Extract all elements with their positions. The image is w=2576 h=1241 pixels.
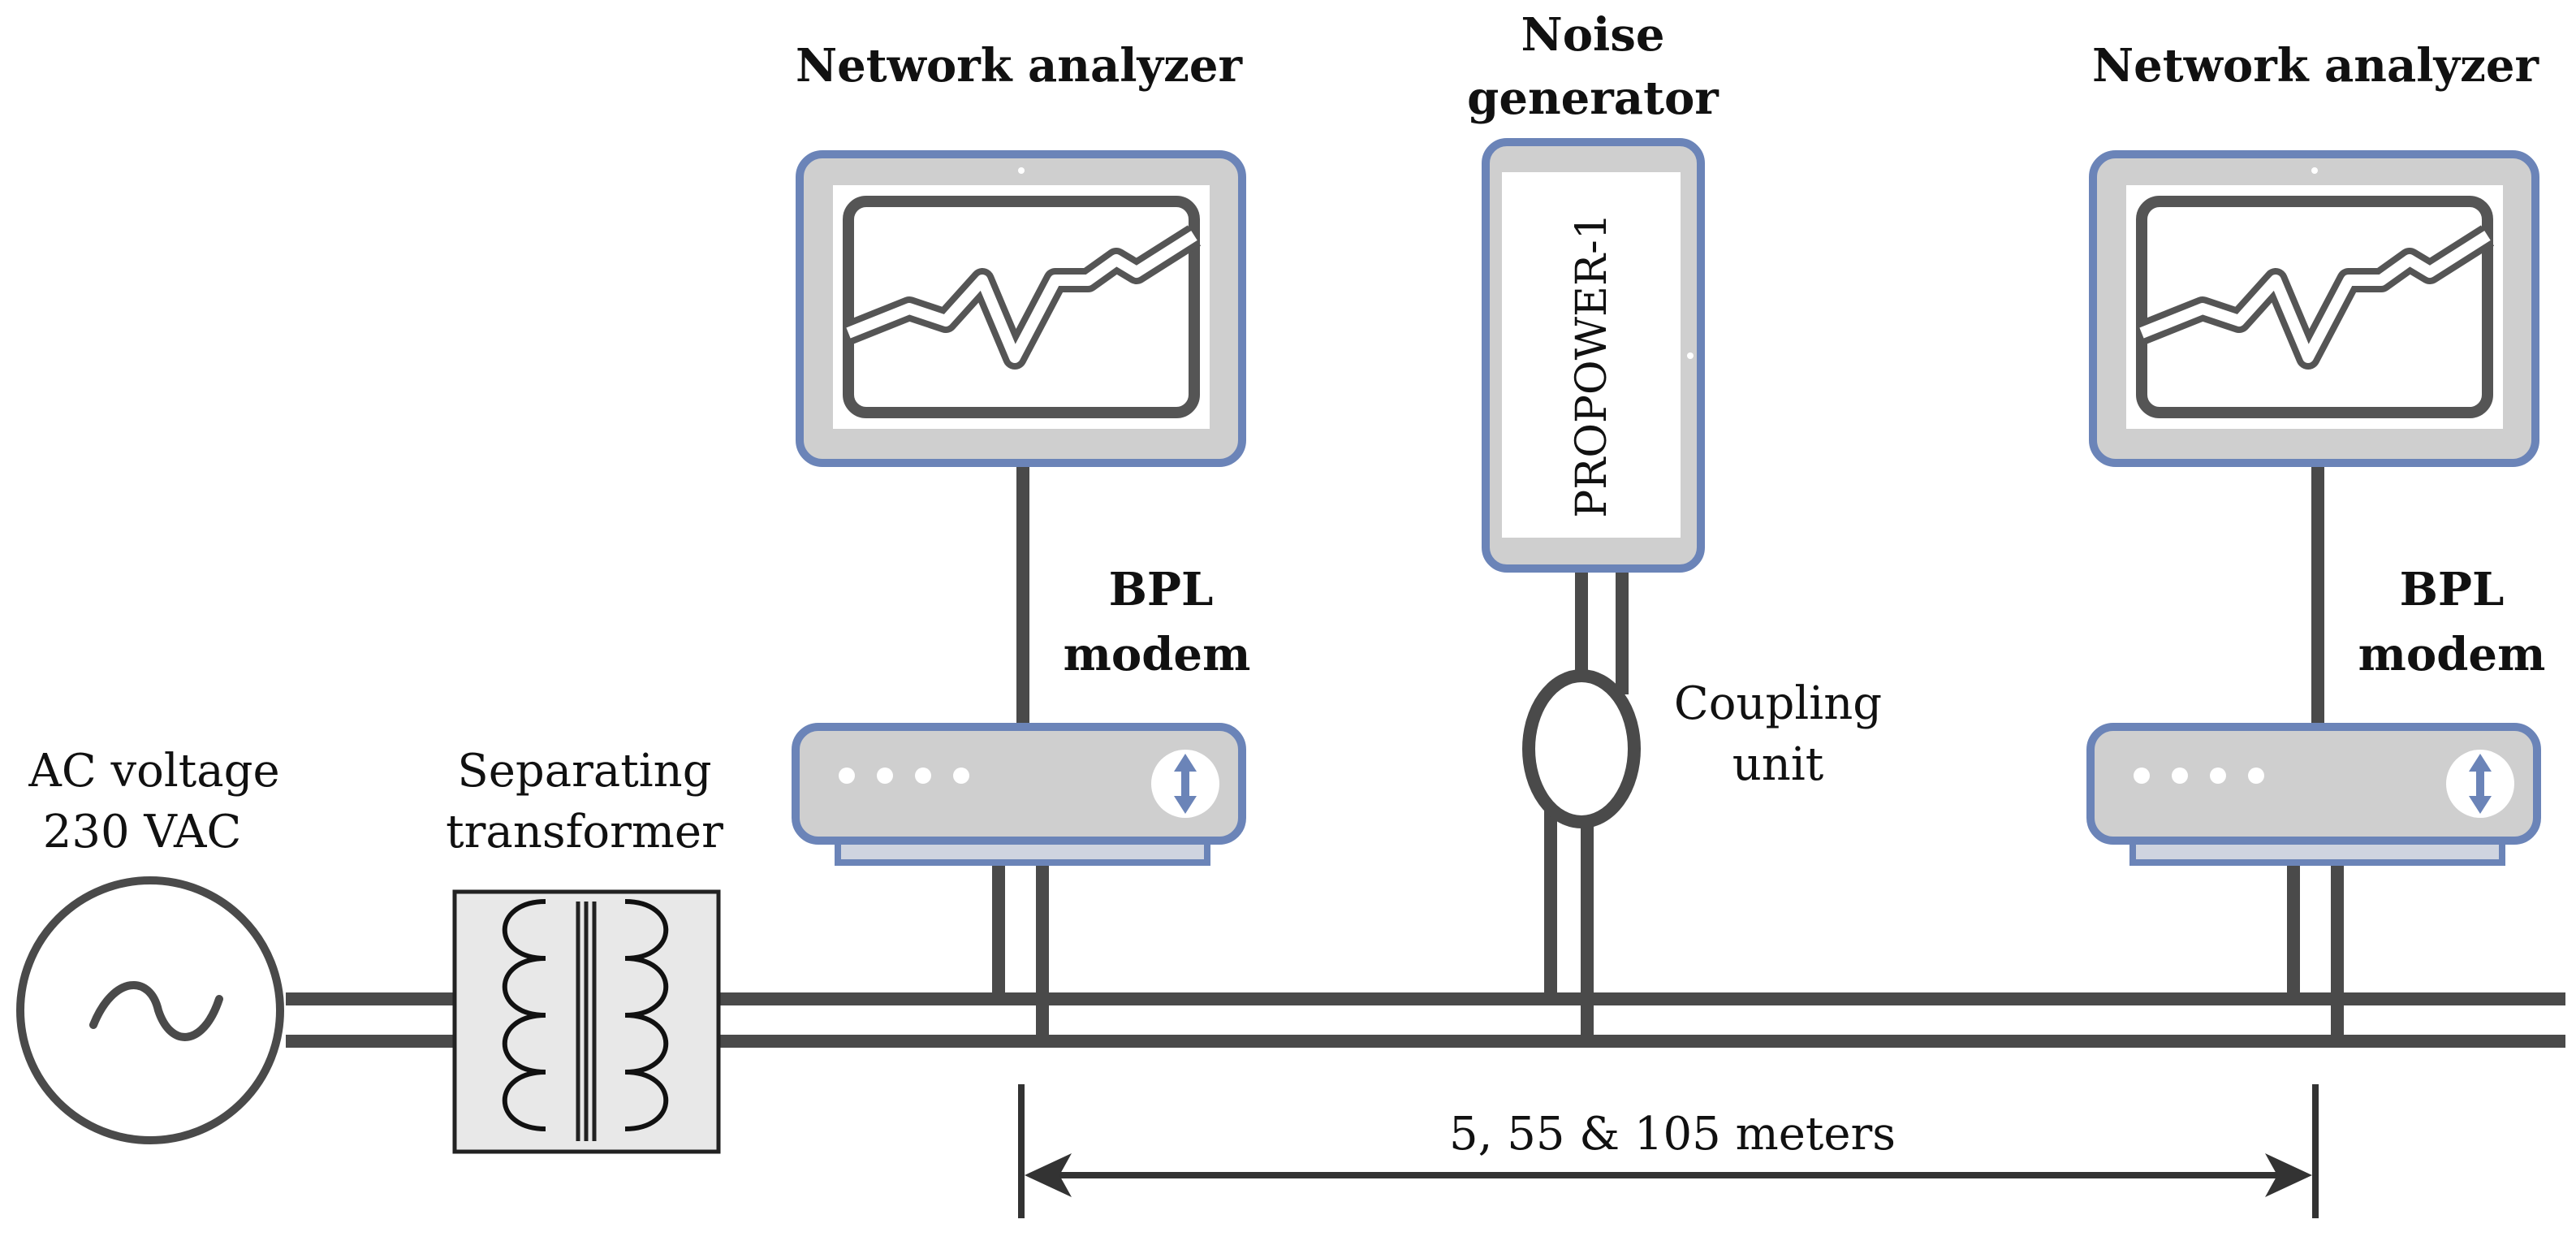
sine-wave-icon [89,980,223,1041]
analyzer-right-trace-inner [2139,231,2491,363]
bpl-modem-right-label-line1: BPL [2400,563,2505,616]
modem-right-arrow-up-down-icon [2469,754,2492,814]
modem-left-arrow-up-down-icon [1174,754,1197,814]
bpl-modem-right [2086,723,2541,1041]
separating-transformer [452,889,721,1154]
ac-voltage-source [16,876,284,1144]
modem-right-led-2 [2172,768,2188,784]
modem-left-led-3 [915,768,931,784]
transformer-label-line1: Separating [457,745,711,798]
coupling-unit [1522,669,1641,828]
ac-voltage-label-line2: 230 VAC [43,806,242,858]
coupling-unit-label-line1: Coupling [1674,677,1882,730]
network-analyzer-right [2089,150,2539,731]
modem-right-body [2086,723,2541,845]
bpl-modem-right-label-line2: modem [2358,628,2546,681]
transformer-primary-coil-icon [502,899,546,1131]
dimension-arrowhead-left-icon [1025,1153,1072,1197]
network-analyzer-left-label: Network analyzer [796,39,1244,93]
analyzer-left-frame [843,196,1200,418]
modem-left-body [792,723,1246,845]
ac-voltage-label-line1: AC voltage [28,745,279,798]
network-analyzer-left [796,150,1246,731]
analyzer-left-camera-dot [1018,167,1025,174]
bpl-modem-left-label-line2: modem [1064,628,1251,681]
coupling-unit-label-line2: unit [1732,738,1824,791]
modem-left-led-4 [953,768,969,784]
device-model-label: PROPOWER-1 [1568,213,1616,518]
transformer-label-line2: transformer [446,806,723,858]
bpl-modem-left-label-line1: BPL [1109,563,1214,616]
analyzer-left-trace-inner [846,231,1197,363]
network-analyzer-right-label: Network analyzer [2092,39,2540,93]
distance-label: 5, 55 & 105 meters [1449,1108,1896,1161]
power-lines [286,992,2565,1048]
dimension-arrowhead-right-icon [2265,1153,2312,1197]
distance-dimension [1018,1084,2319,1218]
analyzer-right-frame [2136,196,2493,418]
modem-left-led-2 [877,768,893,784]
bpl-modem-left [792,723,1246,1041]
modem-left-base [835,835,1210,866]
transformer-secondary-coil-icon [624,899,669,1131]
modem-left-led-1 [839,768,855,784]
modem-right-led-3 [2210,768,2226,784]
ac-source-circle [16,876,284,1144]
noise-generator-label-line1: Noise [1521,8,1665,62]
noise-generator-label-line2: generator [1467,71,1719,125]
noise-generator-dot [1687,352,1694,359]
analyzer-right-camera-dot [2311,167,2318,174]
noise-generator [1482,138,1705,1041]
modem-right-led-1 [2134,768,2150,784]
noise-generator-screen [1502,172,1681,538]
modem-right-led-4 [2248,768,2264,784]
